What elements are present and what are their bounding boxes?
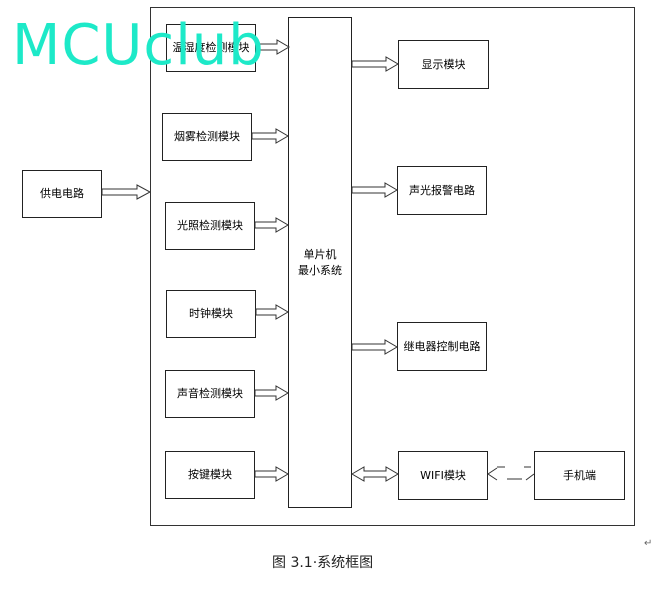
- paragraph-mark: ↵: [644, 538, 653, 549]
- phone-box: 手机端: [534, 451, 625, 500]
- input-label: 温湿度检测模块: [172, 41, 250, 54]
- figure-caption: 图 3.1·系统框图: [272, 555, 374, 571]
- arrow-input-3: [254, 217, 289, 233]
- wifi-module-box: WIFI模块: [398, 451, 488, 500]
- input-label: 时钟模块: [189, 307, 233, 320]
- arrow-input-1: [255, 39, 290, 55]
- input-label: 烟雾检测模块: [174, 130, 240, 143]
- output-label: 声光报警电路: [409, 183, 475, 197]
- output-box-alarm: 声光报警电路: [397, 166, 487, 215]
- arrow-output-3: [351, 339, 398, 355]
- output-label: 显示模块: [421, 57, 466, 71]
- input-label: 声音检测模块: [177, 387, 243, 400]
- output-box-display: 显示模块: [398, 40, 489, 89]
- output-box-relay: 继电器控制电路: [397, 322, 487, 371]
- arrow-wifi-bidirectional: [351, 466, 399, 482]
- arrow-input-5: [254, 385, 289, 401]
- arrow-input-4: [255, 304, 289, 320]
- input-box-temp-humidity: 温湿度检测模块: [166, 24, 256, 72]
- arrow-power: [101, 184, 152, 200]
- system-frame: [150, 7, 635, 526]
- power-supply-label: 供电电路: [40, 187, 84, 200]
- mcu-label-line1: 单片机: [303, 247, 337, 261]
- input-box-sound: 声音检测模块: [165, 370, 255, 418]
- input-label: 光照检测模块: [177, 219, 243, 232]
- input-box-smoke: 烟雾检测模块: [162, 113, 252, 161]
- input-label: 按键模块: [188, 468, 232, 481]
- wireless-link: [487, 466, 535, 481]
- wifi-label: WIFI模块: [420, 468, 466, 482]
- output-label: 继电器控制电路: [403, 339, 481, 353]
- mcu-box: 单片机 最小系统: [288, 17, 352, 508]
- arrow-output-2: [351, 182, 398, 198]
- watermark: MCUclub: [12, 13, 265, 78]
- mcu-label-line2: 最小系统: [298, 263, 342, 277]
- arrow-input-2: [251, 128, 289, 144]
- arrow-input-6: [254, 466, 289, 482]
- power-supply-box: 供电电路: [22, 170, 102, 218]
- phone-label: 手机端: [563, 468, 596, 482]
- arrow-output-1: [351, 56, 399, 72]
